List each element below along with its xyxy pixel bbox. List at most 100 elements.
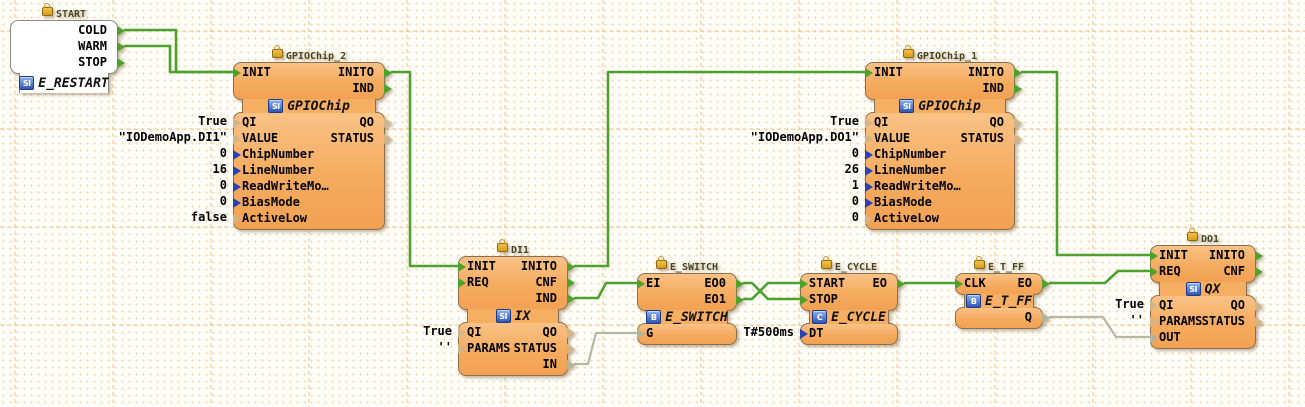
value-gpiochip_2-readwritemo…[interactable]: 0 (219, 178, 227, 192)
pin-arrow-req[interactable] (458, 278, 466, 288)
value-gpiochip_2-qi[interactable]: True (198, 114, 227, 128)
wire-GPIOChip_2.INITO-DI1.INIT[interactable] (390, 70, 459, 268)
pin-arrow-qo[interactable] (384, 118, 392, 128)
pin-arrow-init[interactable] (865, 68, 873, 78)
pin-arrow-qo[interactable] (567, 328, 575, 338)
pin-arrow-q[interactable] (1042, 313, 1050, 323)
block-type-name: E_SWITCH (665, 309, 728, 325)
wire-DI1.IND-E_SWITCH.EI[interactable] (573, 281, 638, 300)
wire-E_T_FF.Q-DO1.OUT[interactable] (1048, 315, 1151, 339)
pin-arrow-cold[interactable] (117, 26, 125, 36)
pin-arrow-readwritemo…[interactable] (233, 182, 241, 192)
wire-START.WARM-GPIOChip_2.INIT[interactable] (123, 44, 234, 74)
pin-arrow-activelow[interactable] (865, 214, 873, 224)
pin-arrow-status[interactable] (1255, 317, 1263, 327)
value-gpiochip_2-biasmode[interactable]: 0 (219, 194, 227, 208)
pin-arrow-biasmode[interactable] (233, 198, 241, 208)
pin-arrow-status[interactable] (1014, 134, 1022, 144)
value-di1-qi[interactable]: True (423, 324, 452, 338)
value-gpiochip_2-linenumber[interactable]: 16 (212, 162, 227, 176)
value-gpiochip_1-value[interactable]: "IODemoApp.DO1" (750, 130, 859, 144)
pin-arrow-activelow[interactable] (233, 214, 241, 224)
pin-arrow-linenumber[interactable] (865, 166, 873, 176)
pin-arrow-dt[interactable] (800, 329, 808, 339)
pin-arrow-init[interactable] (1150, 251, 1158, 261)
value-do1-qi[interactable]: True (1115, 297, 1144, 311)
pin-arrow-eo[interactable] (1042, 279, 1050, 289)
pin-arrow-linenumber[interactable] (233, 166, 241, 176)
pin-arrow-qi[interactable] (865, 118, 873, 128)
lock-icon (1186, 228, 1198, 241)
pin-arrow-eo1[interactable] (736, 295, 744, 305)
value-gpiochip_1-chipnumber[interactable]: 0 (851, 146, 859, 160)
pin-arrow-warm[interactable] (117, 42, 125, 52)
pin-arrow-stop[interactable] (800, 295, 808, 305)
pin-arrow-qo[interactable] (1255, 301, 1263, 311)
value-e_cycle-dt[interactable]: T#500ms (743, 325, 794, 339)
pin-arrow-ind[interactable] (1014, 84, 1022, 94)
pin-arrow-req[interactable] (1150, 267, 1158, 277)
pin-arrow-init[interactable] (233, 68, 241, 78)
pin-arrow-eo[interactable] (897, 279, 905, 289)
pin-arrow-inito[interactable] (384, 68, 392, 78)
pin-arrow-start[interactable] (800, 279, 808, 289)
pin-arrow-stop[interactable] (117, 58, 125, 68)
value-gpiochip_1-readwritemo…[interactable]: 1 (851, 178, 859, 192)
value-gpiochip_2-activelow[interactable]: false (190, 210, 227, 224)
pin-arrow-eo0[interactable] (736, 279, 744, 289)
pin-arrow-readwritemo…[interactable] (865, 182, 873, 192)
pin-arrow-init[interactable] (458, 262, 466, 272)
pin-arrow-g[interactable] (637, 329, 645, 339)
pin-arrow-in[interactable] (567, 360, 575, 370)
wire-DI1.INITO-GPIOChip_1.INIT[interactable] (573, 70, 866, 268)
pin-arrow-qo[interactable] (1014, 118, 1022, 128)
value-gpiochip_2-chipnumber[interactable]: 0 (219, 146, 227, 160)
pin-arrow-qi[interactable] (1150, 301, 1158, 311)
pin-arrow-cnf[interactable] (567, 278, 575, 288)
pin-arrow-status[interactable] (567, 344, 575, 354)
value-gpiochip_2-value[interactable]: "IODemoApp.DI1" (118, 130, 227, 144)
data-row: ReadWriteMo… (233, 179, 384, 195)
wire-DI1.IN-E_SWITCH.G[interactable] (573, 331, 638, 366)
pin-arrow-cnf[interactable] (1255, 267, 1263, 277)
pin-arrow-chipnumber[interactable] (865, 150, 873, 160)
event-row: EO1 (638, 292, 744, 308)
pin-arrow-value[interactable] (865, 134, 873, 144)
pin-arrow-value[interactable] (233, 134, 241, 144)
pin-arrow-biasmode[interactable] (865, 198, 873, 208)
pin-arrow-params[interactable] (1150, 317, 1158, 327)
pin-arrow-status[interactable] (384, 134, 392, 144)
pin-arrow-inito[interactable] (1014, 68, 1022, 78)
pin-arrow-ind[interactable] (567, 294, 575, 304)
pin-arrow-ei[interactable] (637, 279, 645, 289)
value-gpiochip_1-activelow[interactable]: 0 (851, 210, 859, 224)
value-gpiochip_1-linenumber[interactable]: 26 (844, 162, 859, 176)
type-area: SI GPIOChip (242, 99, 376, 114)
value-do1-params[interactable]: '' (1129, 313, 1144, 327)
pin-arrow-qi[interactable] (458, 328, 466, 338)
wire-E_SWITCH.EO1-E_CYCLE.START[interactable] (742, 281, 801, 301)
value-gpiochip_1-biasmode[interactable]: 0 (851, 194, 859, 208)
pin-arrow-chipnumber[interactable] (233, 150, 241, 160)
pin-arrow-inito[interactable] (567, 262, 575, 272)
pin-arrow-inito[interactable] (1255, 251, 1263, 261)
value-di1-params[interactable]: '' (437, 340, 452, 354)
pin-arrow-ind[interactable] (384, 84, 392, 94)
wire-E_T_FF.EO-DO1.REQ[interactable] (1048, 269, 1151, 285)
value-gpiochip_1-qi[interactable]: True (830, 114, 859, 128)
wire-E_SWITCH.EO0-E_CYCLE.STOP[interactable] (742, 281, 801, 301)
pin-arrow-qi[interactable] (233, 118, 241, 128)
pin-arrow-out[interactable] (1150, 333, 1158, 343)
pin-arrow-clk[interactable] (955, 279, 963, 289)
wire-GPIOChip_1.INITO-DO1.INIT[interactable] (1020, 70, 1151, 257)
pin-arrow-params[interactable] (458, 344, 466, 354)
block-instance-name: E_T_FF (935, 256, 1063, 273)
